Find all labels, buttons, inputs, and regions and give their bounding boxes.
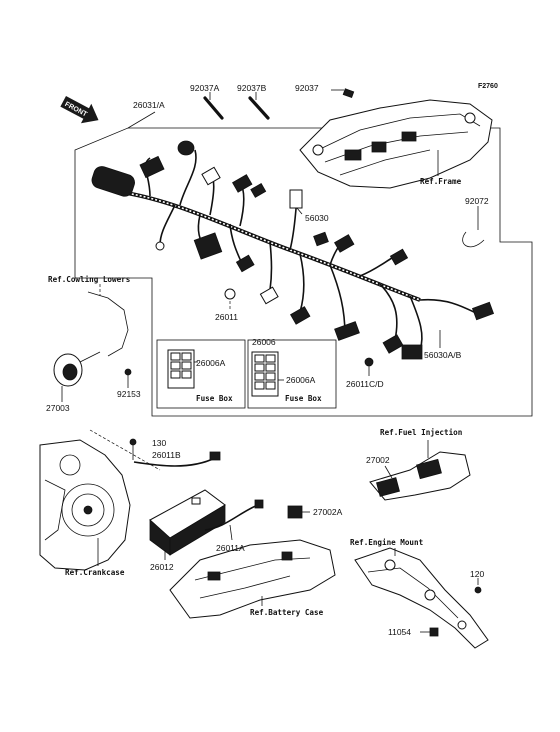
leader-56030 (296, 207, 303, 215)
label-26011: 26011 (215, 312, 238, 322)
label-27002: 27002 (366, 455, 390, 465)
relay-27002a (287, 505, 303, 519)
label-92153: 92153 (117, 389, 141, 399)
cable-26011a-end (254, 499, 264, 509)
label-92037a: 92037A (190, 83, 220, 93)
leader-26031a (127, 111, 156, 129)
battery-26012 (149, 489, 226, 556)
wire-harness (91, 140, 495, 360)
label-27003: 27003 (46, 403, 70, 413)
harness-group-outline (74, 127, 533, 417)
ref-cowling: Ref.Cowling Lowers (48, 275, 130, 284)
label-26006a-2: 26006A (286, 375, 316, 385)
fuse-box-frame-1 (156, 339, 246, 409)
label-56030: 56030 (305, 213, 329, 223)
grommet-26011 (224, 288, 236, 300)
bolt-120 (474, 586, 482, 594)
label-120: 120 (470, 569, 484, 579)
label-26031a: 26031/A (133, 100, 165, 110)
bolt-130 (129, 438, 137, 446)
label-56030ab: 56030A/B (424, 350, 462, 360)
engine-mount-illustration (354, 547, 489, 649)
clip-26011cd (364, 357, 374, 367)
leader-27002 (384, 465, 393, 479)
label-26011cd: 26011C/D (346, 379, 384, 389)
bracket-11054 (429, 627, 439, 637)
label-26006: 26006 (252, 337, 276, 347)
bolt-92153 (124, 368, 132, 376)
front-arrow: FRONT (60, 96, 99, 124)
label-26011b: 26011B (152, 450, 181, 460)
cable-26011b-end (209, 451, 221, 461)
fuse-box-2 (251, 351, 279, 397)
fuel-injection-27002 (369, 451, 471, 501)
label-27002a: 27002A (313, 507, 343, 517)
label-92037: 92037 (295, 83, 319, 93)
ref-engine-mount: Ref.Engine Mount (350, 538, 423, 547)
cable-26011a (204, 504, 259, 531)
cowling-bracket (87, 291, 129, 357)
fuse-box-1 (167, 349, 195, 389)
ref-fuel: Ref.Fuel Injection (380, 428, 462, 437)
label-92072: 92072 (465, 196, 489, 206)
ref-crankcase: Ref.Crankcase (65, 568, 125, 577)
label-11054: 11054 (388, 627, 411, 637)
ref-battery: Ref.Battery Case (250, 608, 324, 617)
frame-illustration (299, 88, 493, 189)
diagram-code: F2760 (478, 83, 498, 90)
fuse-box-label-2: Fuse Box (285, 394, 322, 403)
band-92037a (203, 96, 224, 120)
label-130: 130 (152, 438, 166, 448)
band-92037b (248, 96, 270, 120)
fuse-box-frame-2 (247, 339, 337, 409)
label-26011a: 26011A (216, 543, 245, 553)
horn-27003 (53, 351, 101, 387)
cable-26011b (133, 457, 216, 467)
fuse-box-label-1: Fuse Box (196, 394, 233, 403)
crankcase-illustration (39, 439, 131, 571)
ref-frame: Ref.Frame (420, 177, 462, 186)
label-92037b: 92037B (237, 83, 267, 93)
label-26006a-1: 26006A (196, 358, 226, 368)
battery-case-illustration (169, 539, 336, 619)
leader-26011a (229, 524, 233, 541)
clamp-92072 (462, 231, 485, 248)
label-26012: 26012 (150, 562, 174, 572)
